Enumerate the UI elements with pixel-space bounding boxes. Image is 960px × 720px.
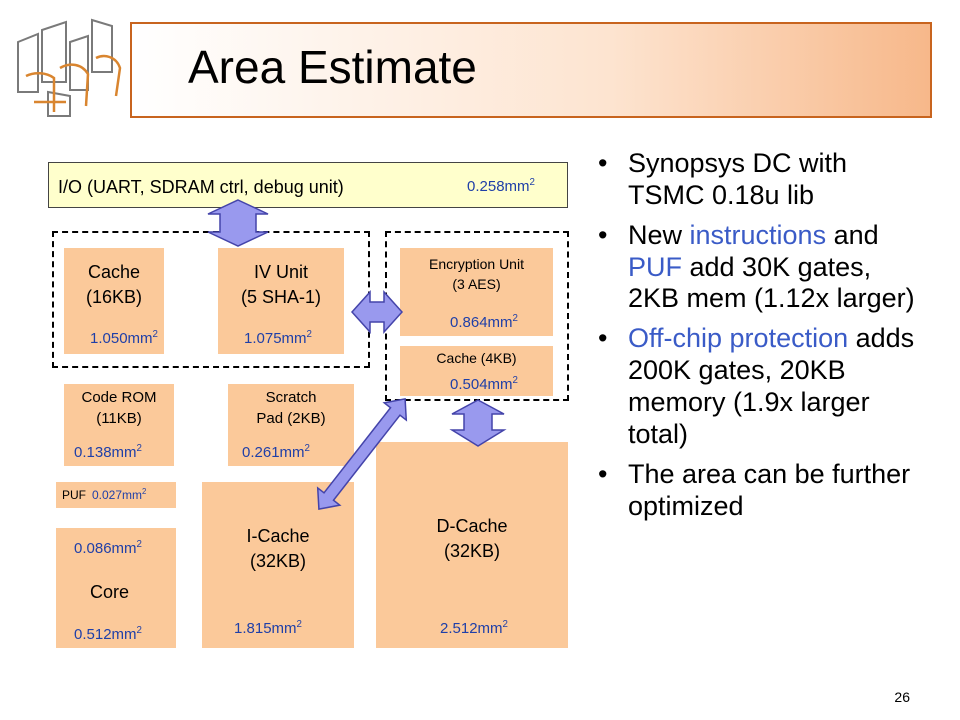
encryption-unit-block: Encryption Unit (3 AES) 0.864mm2 (400, 248, 553, 336)
highlight-instructions: instructions (689, 219, 827, 250)
dcache-area: 2.512mm2 (440, 619, 508, 637)
code-rom-area: 0.138mm2 (74, 443, 142, 461)
io-label: I/O (UART, SDRAM ctrl, debug unit) (58, 177, 344, 197)
bullet-item: New instructions and PUF add 30K gates, … (598, 220, 928, 316)
io-area: 0.258mm2 (467, 177, 535, 195)
cache-4kb-name: Cache (4KB) (436, 350, 517, 366)
bullet-list: Synopsys DC with TSMC 0.18u lib New inst… (598, 148, 928, 530)
iv-unit-area: 1.075mm2 (244, 329, 312, 347)
icache-name: I-Cache (246, 526, 310, 546)
dcache-size: (32KB) (443, 541, 501, 562)
io-block: I/O (UART, SDRAM ctrl, debug unit) 0.258… (48, 162, 568, 208)
highlight-off-chip: Off-chip protection (628, 323, 849, 354)
cache-4kb-block: Cache (4KB) 0.504mm2 (400, 346, 553, 396)
cache-16kb-size: (16KB) (85, 287, 143, 308)
bullet-item: The area can be further optimized (598, 459, 928, 523)
cache4-icache-arrow-icon (316, 397, 408, 511)
scratch-pad-size: Pad (2KB) (256, 410, 326, 427)
core-area: 0.512mm2 (74, 625, 142, 643)
icache-area: 1.815mm2 (234, 619, 302, 637)
highlight-puf: PUF (628, 251, 682, 282)
core-top-area: 0.086mm2 (74, 539, 142, 557)
puf-label: PUF (62, 488, 86, 502)
dcache-block: D-Cache (32KB) 2.512mm2 (376, 442, 568, 648)
page-number: 26 (894, 689, 910, 705)
cache-16kb-area: 1.050mm2 (90, 329, 158, 347)
dcache-name: D-Cache (436, 516, 508, 536)
cache-16kb-block: Cache (16KB) 1.050mm2 (64, 248, 164, 354)
icache-size: (32KB) (249, 551, 307, 572)
city-logo-icon (17, 18, 122, 117)
encryption-unit-area: 0.864mm2 (450, 313, 518, 331)
core-label: Core (90, 582, 130, 602)
encryption-unit-name: Encryption Unit (429, 256, 524, 272)
iv-unit-block: IV Unit (5 SHA-1) 1.075mm2 (218, 248, 344, 354)
puf-area: 0.027mm2 (92, 487, 147, 502)
title-banner (130, 22, 932, 118)
page-title: Area Estimate (188, 41, 477, 93)
iv-unit-name: IV Unit (253, 262, 309, 282)
icache-block: I-Cache (32KB) 1.815mm2 (202, 482, 354, 648)
bullet-item: Synopsys DC with TSMC 0.18u lib (598, 148, 928, 212)
bullet-item: Off-chip protection adds 200K gates, 20K… (598, 323, 928, 450)
iv-encryption-arrow-icon (350, 290, 404, 334)
core-block: 0.086mm2 Core 0.512mm2 (56, 528, 176, 648)
puf-block: PUF 0.027mm2 (56, 482, 176, 508)
code-rom-size: (11KB) (96, 410, 142, 427)
cache-16kb-name: Cache (87, 262, 141, 282)
io-cache-arrow-icon (207, 199, 269, 247)
code-rom-block: Code ROM (11KB) 0.138mm2 (64, 384, 174, 466)
code-rom-name: Code ROM (81, 389, 157, 406)
encryption-unit-detail: (3 AES) (452, 276, 501, 293)
scratch-pad-name: Scratch (265, 389, 317, 406)
cache4-dcache-arrow-icon (449, 399, 507, 447)
scratch-pad-block: Scratch Pad (2KB) 0.261mm2 (228, 384, 354, 466)
iv-unit-detail: (5 SHA-1) (240, 287, 321, 308)
scratch-pad-area: 0.261mm2 (242, 443, 310, 461)
connection-arrows (207, 199, 507, 511)
cache-4kb-area: 0.504mm2 (450, 375, 518, 393)
